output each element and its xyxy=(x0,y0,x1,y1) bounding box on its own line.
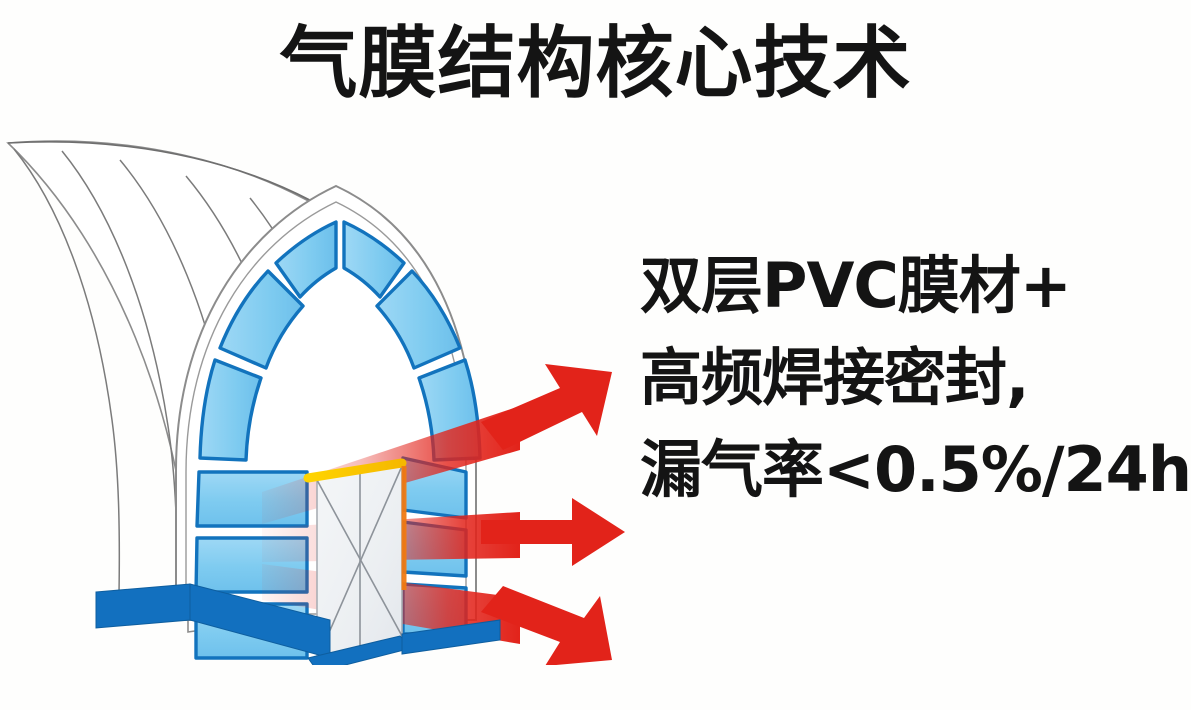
arrow-top-icon xyxy=(481,364,612,450)
arch-fan-panels xyxy=(198,220,482,462)
fan-panel xyxy=(375,269,462,370)
air-dome-illustration xyxy=(0,120,680,673)
entry-door[interactable] xyxy=(303,458,407,671)
caption-block: 双层PVC膜材+ 高频焊接密封, 漏气率<0.5%/24h xyxy=(640,240,1191,516)
fan-panel xyxy=(274,220,338,299)
arrow-middle-icon xyxy=(481,498,625,566)
caption-line-2: 高频焊接密封, xyxy=(640,341,1030,414)
air-dome-svg xyxy=(6,140,625,673)
fan-panel xyxy=(342,220,406,299)
caption-line-3: 漏气率<0.5%/24h xyxy=(640,433,1191,506)
pressure-arrows xyxy=(481,364,625,666)
arrow-bottom-icon xyxy=(481,586,612,666)
base-right-strip xyxy=(401,619,501,655)
door-frame-yellow xyxy=(303,458,407,483)
base-anchor-strip xyxy=(95,583,501,673)
fan-panel xyxy=(198,358,263,462)
caption-line-1: 双层PVC膜材+ xyxy=(640,249,1072,322)
fan-panel xyxy=(218,269,305,370)
base-front-left xyxy=(95,583,191,629)
page-title: 气膜结构核心技术 xyxy=(279,19,912,109)
door-cross-brace xyxy=(316,465,403,661)
